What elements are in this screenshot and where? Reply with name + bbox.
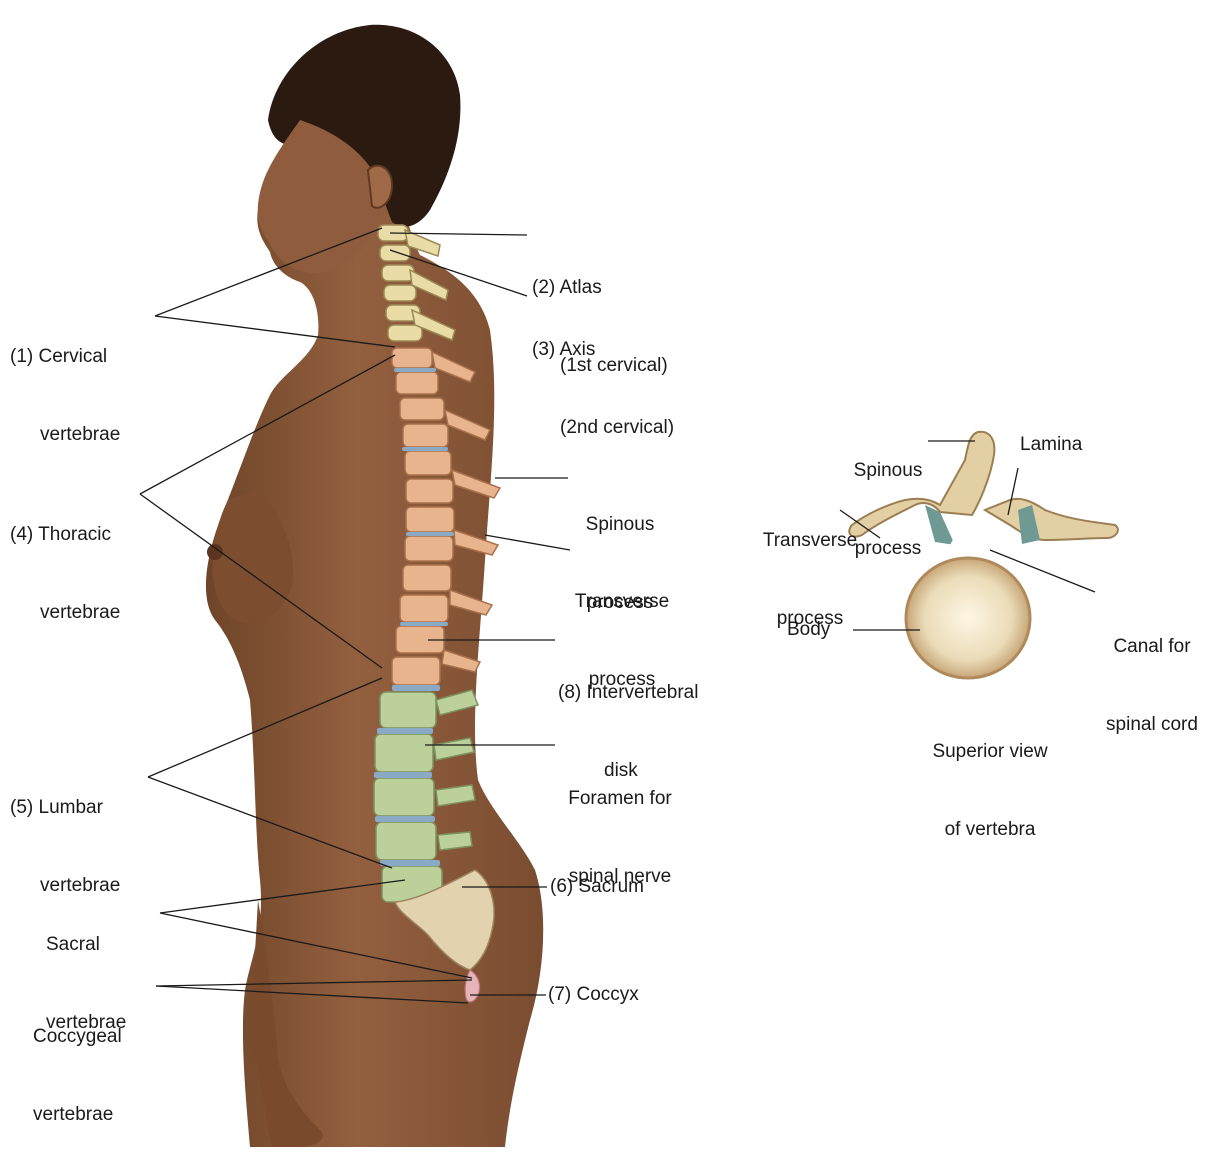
label-thoracic-line1: (4) Thoracic — [10, 522, 120, 548]
inset-caption-line2: of vertebra — [910, 817, 1070, 843]
label-spinous-line1: Spinous — [570, 512, 670, 538]
inset-caption: Superior view of vertebra — [910, 687, 1070, 869]
label-disk-line1: (8) Intervertebral — [558, 680, 698, 706]
label-coccygeal-line2: vertebrae — [33, 1102, 122, 1128]
label-axis-line1: (3) Axis — [532, 337, 674, 363]
inset-caption-line1: Superior view — [910, 739, 1070, 765]
label-cervical-line1: (1) Cervical — [10, 344, 120, 370]
label-thoracic-line2: vertebrae — [10, 600, 120, 626]
label-foramen-line1: Foramen for — [555, 786, 685, 812]
human-figure — [206, 25, 543, 1147]
label-transverse-line1: Transverse — [572, 589, 672, 615]
label-thoracic-vertebrae: (4) Thoracic vertebrae — [10, 470, 120, 652]
label-coccyx: (7) Coccyx — [548, 982, 639, 1008]
inset-canal-line2: spinal cord — [1093, 712, 1211, 738]
label-lumbar-line1: (5) Lumbar — [10, 795, 120, 821]
label-sacral-line1: Sacral — [46, 932, 126, 958]
inset-label-lamina: Lamina — [1020, 432, 1082, 458]
label-cervical-line2: vertebrae — [10, 422, 120, 448]
spinal-canal — [950, 522, 1018, 554]
label-axis-line2: (2nd cervical) — [532, 415, 674, 441]
inset-canal-line1: Canal for — [1093, 634, 1211, 660]
ear — [368, 166, 392, 208]
label-cervical-vertebrae: (1) Cervical vertebrae — [10, 292, 120, 474]
label-coccygeal-vertebrae: Coccygeal vertebrae — [33, 972, 122, 1154]
inset-label-canal: Canal for spinal cord — [1093, 582, 1211, 764]
label-axis: (3) Axis (2nd cervical) — [532, 285, 674, 467]
label-coccygeal-line1: Coccygeal — [33, 1024, 122, 1050]
inset-transverse-line1: Transverse — [752, 528, 868, 554]
inset-label-body: Body — [787, 617, 830, 643]
label-sacrum: (6) Sacrum — [550, 874, 644, 900]
